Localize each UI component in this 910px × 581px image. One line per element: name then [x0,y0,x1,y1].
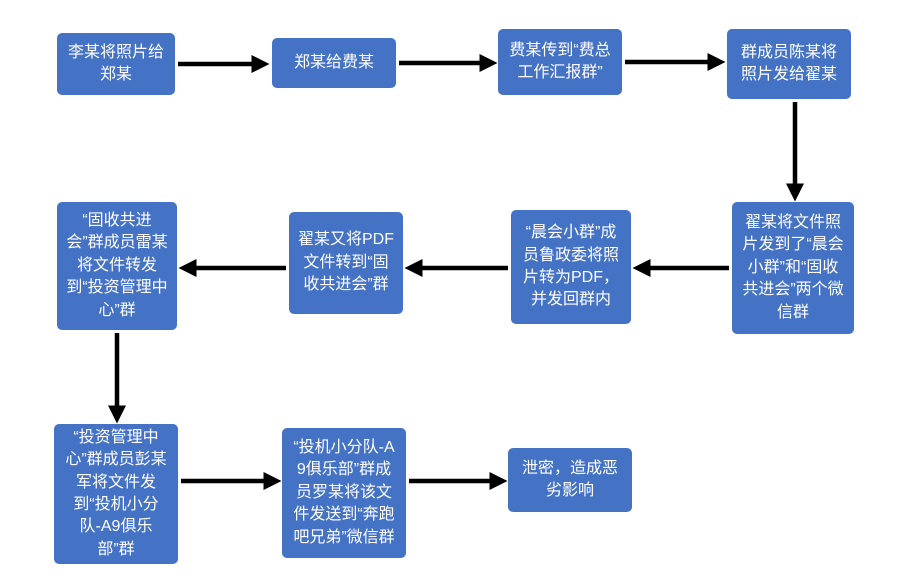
flow-node-9: “投资管理中心”群成员彭某军将文件发到“投机小分队-A9俱乐部”群 [54,424,178,564]
flow-node-8: “固收共进会”群成员雷某将文件转发到“投资管理中心”群 [57,202,177,330]
flow-node-1: 李某将照片给郑某 [57,33,175,95]
flow-node-10: “投机小分队-A9俱乐部”群成员罗某将该文件发送到“奔跑吧兄弟”微信群 [282,428,406,558]
flow-node-2: 郑某给费某 [272,38,396,88]
flow-node-4: 群成员陈某将照片发给翟某 [727,29,851,99]
flow-node-11: 泄密，造成恶劣影响 [508,448,632,512]
flow-node-7: 翟某又将PDF文件转到“固收共进会”群 [289,212,403,314]
flow-node-6: “晨会小群”成员鲁政委将照片转为PDF，并发回群内 [511,210,631,324]
flow-node-5: 翟某将文件照片发到了“晨会小群”和“固收共进会”两个微信群 [732,202,854,334]
flow-node-3: 费某传到“费总工作汇报群” [498,29,622,95]
